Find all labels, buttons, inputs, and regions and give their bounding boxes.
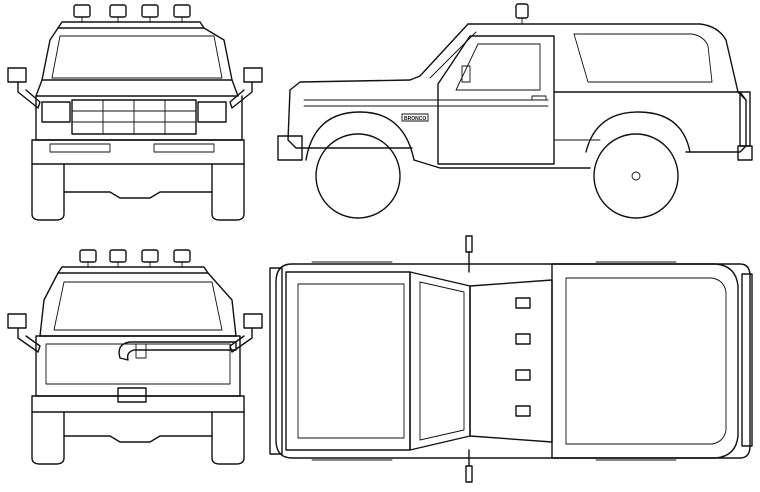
top-hardtop-inner — [565, 277, 727, 445]
side-rear-bumper — [737, 145, 753, 161]
top-windshield-glass — [419, 281, 465, 441]
rear-body — [35, 335, 241, 397]
side-badge-plate — [401, 113, 429, 122]
front-headlight-left — [41, 101, 71, 123]
rear-roof-lights — [57, 249, 209, 274]
front-roof-lights — [57, 4, 205, 29]
top-cab-roof — [469, 279, 553, 443]
side-badge-text: BRONCO — [404, 116, 426, 122]
side-view: BRONCO — [277, 3, 753, 219]
front-grille — [71, 99, 197, 135]
front-cab-outline — [41, 27, 233, 81]
rear-view — [7, 249, 263, 465]
rear-axle — [63, 435, 213, 443]
front-bumper — [31, 139, 245, 165]
side-rear-window — [573, 33, 713, 83]
side-hood — [287, 79, 413, 149]
front-hood — [35, 79, 239, 97]
front-tire-left — [31, 163, 65, 221]
rear-tire-right — [211, 411, 245, 465]
side-rear-hub — [631, 171, 641, 181]
rear-bumper — [31, 387, 245, 413]
rear-spare-hinge — [135, 343, 147, 359]
side-door — [437, 35, 555, 165]
rear-spare-carrier — [118, 341, 237, 361]
top-spare-tire — [741, 273, 753, 447]
side-windshield — [409, 23, 469, 81]
front-axle — [63, 191, 213, 199]
top-front-bumper — [269, 267, 283, 455]
front-headlight-right — [197, 101, 227, 123]
top-view — [269, 235, 753, 483]
side-front-bumper — [277, 135, 303, 161]
top-hardtop — [551, 263, 739, 459]
side-windshield-inner — [429, 31, 477, 79]
side-underbody — [413, 159, 591, 169]
side-hardtop — [467, 23, 747, 101]
side-rear-wheel — [593, 133, 679, 219]
top-roof-lights — [515, 297, 531, 417]
side-front-arch — [305, 111, 415, 161]
rear-window — [53, 281, 223, 331]
side-rear-body — [553, 91, 747, 153]
front-view — [7, 4, 263, 221]
front-side-mirrors — [7, 67, 263, 109]
side-rear-arch — [585, 111, 691, 153]
top-hood — [285, 271, 411, 451]
front-windshield — [51, 35, 223, 79]
top-mirrors — [465, 235, 473, 483]
side-roof-light — [515, 3, 529, 25]
top-windshield — [409, 271, 471, 451]
top-outline — [275, 263, 751, 459]
top-hood-inner — [297, 283, 405, 439]
front-tire-right — [211, 163, 245, 221]
rear-tire-left — [31, 411, 65, 465]
side-front-wheel — [315, 133, 401, 219]
side-spare-tire — [739, 91, 751, 147]
